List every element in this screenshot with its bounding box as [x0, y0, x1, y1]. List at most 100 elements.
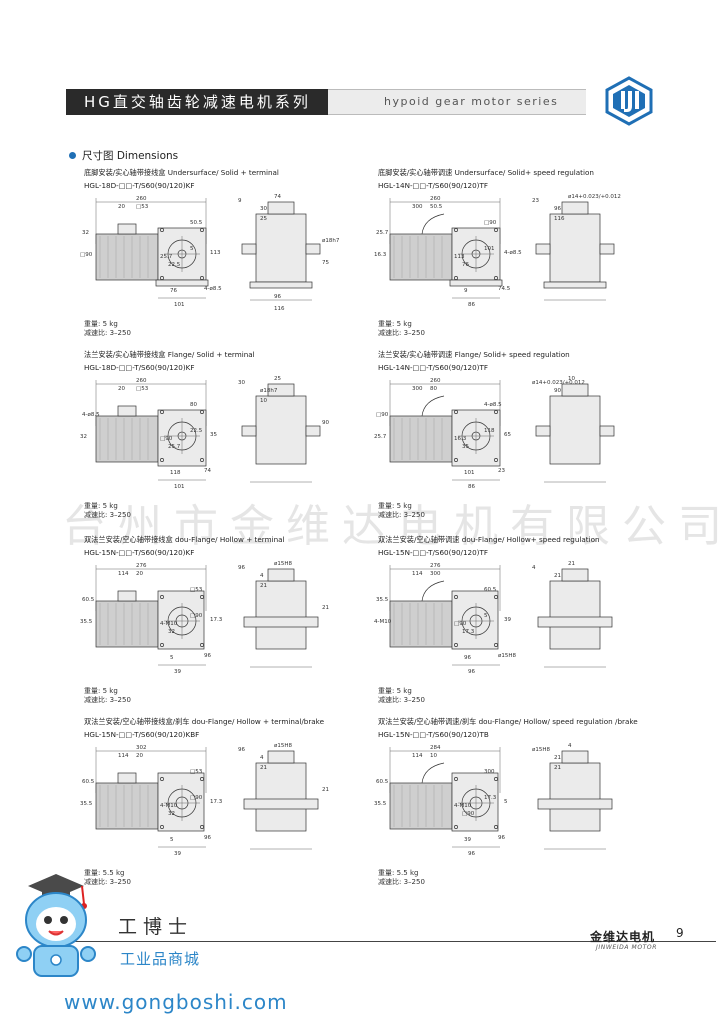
- mounting-hole: [454, 276, 458, 280]
- dimension-label: 96: [274, 294, 281, 300]
- side-view-shaft-right: [305, 243, 321, 255]
- mounting-hole: [200, 825, 204, 829]
- mounting-hole: [454, 643, 458, 647]
- dimension-label: 276: [430, 563, 441, 569]
- page-number: 9: [676, 926, 684, 940]
- dimension-label: 300: [484, 769, 495, 775]
- dimension-label: 5: [170, 837, 174, 843]
- dimension-label: 17.3: [210, 799, 223, 805]
- dimension-label: 10: [430, 753, 437, 759]
- dimension-label: 101: [464, 470, 475, 476]
- motor-body: [389, 600, 453, 648]
- section-title: 尺寸图 Dimensions: [82, 150, 179, 162]
- mounting-hole: [454, 228, 458, 232]
- dimension-label: □90: [462, 811, 475, 817]
- dimension-label: 114: [118, 571, 129, 577]
- dimension-label: 276: [136, 563, 147, 569]
- gongboshi-name: 工博士: [118, 916, 194, 938]
- dimension-label: ø14+0.023/+0.012: [532, 380, 585, 386]
- side-view-top: [561, 750, 589, 764]
- dimension-label: 16.3: [374, 252, 387, 258]
- dimension-label: 4-ø8.5: [204, 286, 222, 292]
- dimension-label: 96: [204, 835, 211, 841]
- dimension-label: 39: [174, 669, 181, 675]
- dimension-label: 90: [554, 388, 561, 394]
- dimension-label: 23: [532, 198, 539, 204]
- side-view-hollow-shaft: [243, 798, 319, 810]
- footer-brand: 金维达电机: [590, 930, 656, 944]
- ratio-spec: 减速比: 3–250: [84, 329, 131, 337]
- side-view-housing: [549, 580, 601, 650]
- dimension-label: □90: [190, 613, 203, 619]
- side-view-shaft-right: [599, 243, 615, 255]
- dimension-label: 32: [80, 434, 87, 440]
- weight-spec: 重量: 5 kg: [84, 502, 118, 510]
- diagram-caption: 法兰安装/实心轴带接线盒 Flange/ Solid + terminal: [84, 350, 255, 359]
- side-view-shaft-right: [305, 425, 321, 437]
- dimension-diagram-1: 底脚安装/实心轴带接线盒 Undersurface/ Solid + termi…: [78, 168, 363, 343]
- dimension-label: 50.5: [430, 204, 443, 210]
- side-view-hollow-shaft: [243, 616, 319, 628]
- dimension-label: 32: [82, 230, 89, 236]
- dimension-label: 21: [260, 583, 267, 589]
- mounting-hole: [454, 595, 458, 599]
- side-view-top: [561, 383, 589, 397]
- dimension-label: 300: [412, 386, 423, 392]
- dimension-label: 114: [118, 753, 129, 759]
- dimension-label: 60.5: [376, 779, 389, 785]
- dimension-label: 4: [260, 573, 264, 579]
- dimension-label: 21: [554, 765, 561, 771]
- gongboshi-url[interactable]: www.gongboshi.com: [64, 990, 288, 1014]
- gearbox-dou-flange: [451, 772, 499, 832]
- dimension-label: □90: [484, 220, 497, 226]
- dimension-label: 101: [484, 246, 495, 252]
- mounting-hole: [200, 410, 204, 414]
- mounting-hole: [160, 777, 164, 781]
- dimension-label: □90: [160, 436, 173, 442]
- dimension-label: 25: [260, 216, 267, 222]
- dimension-label: ø15H8: [274, 561, 292, 567]
- series-subtitle: hypoid gear motor series: [328, 89, 586, 115]
- weight-spec: 重量: 5 kg: [378, 320, 412, 328]
- dimension-label: 32: [168, 629, 175, 635]
- mounting-hole: [160, 410, 164, 414]
- side-view-shaft-left: [241, 425, 257, 437]
- dimension-label: 74: [204, 468, 211, 474]
- side-view-housing: [549, 762, 601, 832]
- ratio-spec: 减速比: 3–250: [84, 696, 131, 704]
- dimension-label: □53: [190, 769, 203, 775]
- dimension-diagram-7: 双法兰安装/空心轴带接线盒/刹车 dou-Flange/ Hollow + te…: [78, 717, 363, 892]
- ratio-spec: 减速比: 3–250: [378, 511, 425, 519]
- side-view-foot: [543, 281, 607, 289]
- dimension-label: 96: [498, 835, 505, 841]
- mounting-hole: [454, 777, 458, 781]
- side-view-top: [561, 568, 589, 582]
- dimension-label: 21: [322, 605, 329, 611]
- mounting-foot: [155, 279, 209, 287]
- terminal-box: [117, 772, 137, 784]
- dimension-label: 39: [174, 851, 181, 857]
- model-number: HGL-18D-□□-T/S60(90/120)KF: [84, 363, 195, 372]
- power-cable: [421, 580, 445, 602]
- gearbox-dou-flange: [157, 772, 205, 832]
- dimension-label: 4-M10: [160, 621, 178, 627]
- dimension-label: 4-M10: [454, 803, 472, 809]
- terminal-box: [117, 223, 137, 235]
- dimension-label: 35.5: [80, 619, 93, 625]
- dimension-label: 4: [568, 743, 572, 749]
- dimension-label: 4-ø8.5: [82, 412, 100, 418]
- dimension-label: 5: [504, 799, 508, 805]
- dimension-label: 116: [554, 216, 565, 222]
- dimension-label: 25: [274, 376, 281, 382]
- dimension-label: 60.5: [82, 597, 95, 603]
- dimension-label: 96: [554, 206, 561, 212]
- ratio-spec: 减速比: 3–250: [378, 329, 425, 337]
- side-view-shaft-left: [241, 243, 257, 255]
- dimension-label: 25.7: [374, 434, 387, 440]
- model-number: HGL-14N-□□-T/S60(90/120)TF: [378, 363, 489, 372]
- dimension-label: 284: [430, 745, 441, 751]
- side-view-hollow-shaft: [537, 616, 613, 628]
